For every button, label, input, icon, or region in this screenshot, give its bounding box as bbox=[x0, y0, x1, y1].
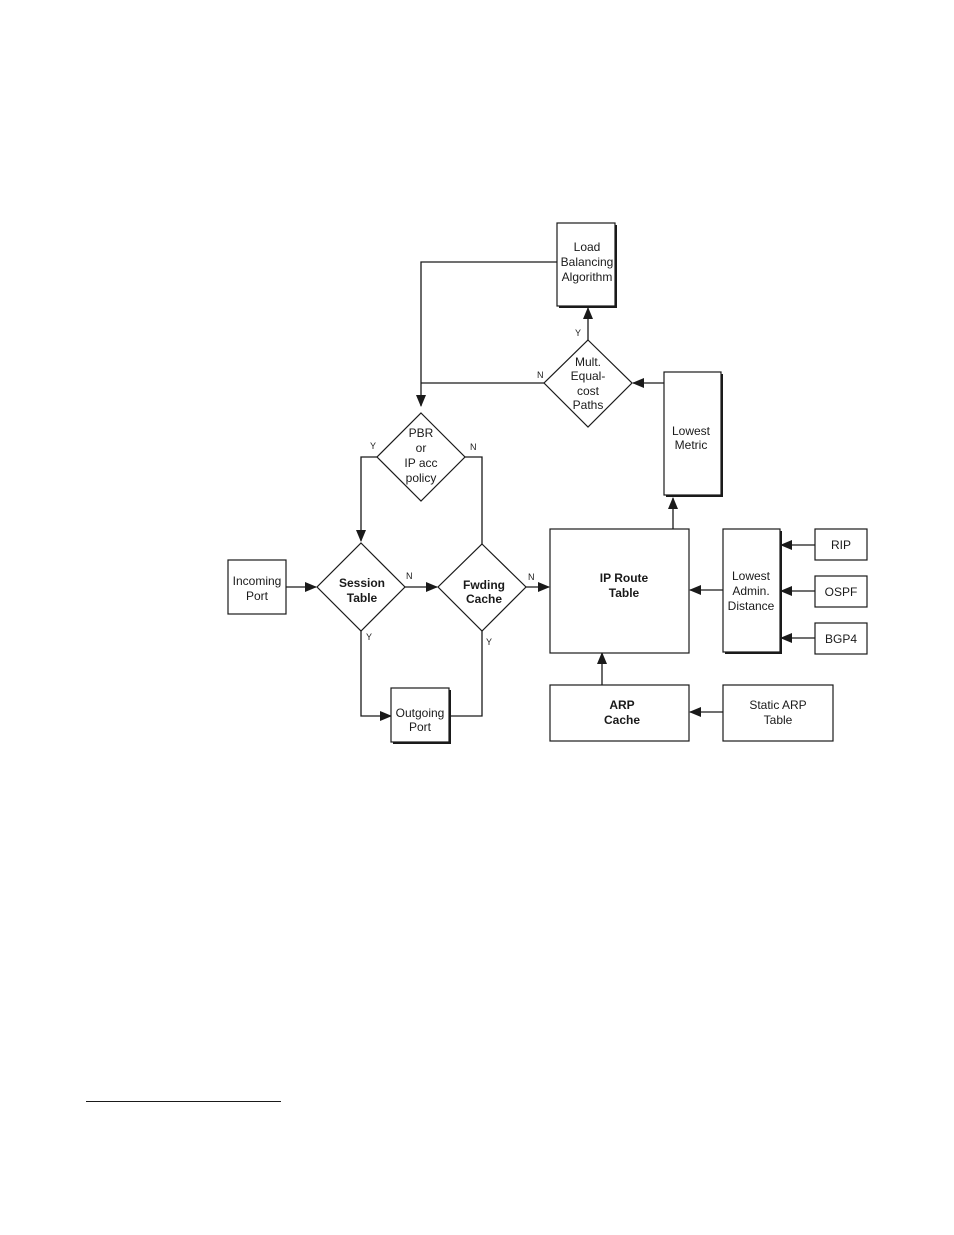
node-text: IP Route bbox=[600, 571, 649, 585]
edge-pbr-yes bbox=[361, 457, 377, 541]
node-ospf: OSPF bbox=[815, 576, 867, 607]
node-ip-route-table: IP Route Table bbox=[550, 529, 689, 653]
node-text: ARP bbox=[609, 698, 634, 712]
node-text: Table bbox=[347, 591, 378, 605]
node-text: Fwding bbox=[463, 578, 505, 592]
node-text: OSPF bbox=[825, 585, 858, 599]
node-text: IP acc bbox=[404, 456, 437, 470]
node-text: Equal- bbox=[571, 369, 606, 383]
node-pbr-policy: PBR or IP acc policy bbox=[377, 413, 465, 501]
node-text: Session bbox=[339, 576, 385, 590]
footnote-rule bbox=[86, 1101, 281, 1102]
label-mult-yes: Y bbox=[575, 328, 581, 338]
node-bgp4: BGP4 bbox=[815, 623, 867, 654]
node-text: Algorithm bbox=[562, 270, 613, 284]
node-lowest-metric: Lowest Metric bbox=[664, 372, 723, 497]
node-text: Outgoing bbox=[396, 706, 445, 720]
node-text: Balancing bbox=[561, 255, 614, 269]
node-text: cost bbox=[577, 384, 600, 398]
label-session-no: N bbox=[406, 571, 413, 581]
node-text: Paths bbox=[573, 398, 604, 412]
edge-load-balancing-to-pbr bbox=[421, 262, 558, 406]
label-session-yes: Y bbox=[366, 632, 372, 642]
node-incoming-port: Incoming Port bbox=[228, 560, 286, 614]
node-text: Lowest bbox=[732, 569, 771, 583]
node-text: Port bbox=[246, 589, 269, 603]
node-arp-cache: ARP Cache bbox=[550, 685, 689, 741]
node-text: Cache bbox=[466, 592, 502, 606]
node-rip: RIP bbox=[815, 529, 867, 560]
node-text: Static ARP bbox=[749, 698, 806, 712]
node-mult-equal-cost-paths: Mult. Equal- cost Paths bbox=[544, 340, 632, 427]
node-text: Admin. bbox=[732, 584, 769, 598]
node-text: Metric bbox=[675, 438, 708, 452]
node-text: Port bbox=[409, 720, 432, 734]
node-text: Table bbox=[609, 586, 640, 600]
node-text: Load bbox=[574, 240, 601, 254]
label-fwding-no: N bbox=[528, 572, 535, 582]
label-mult-no: N bbox=[537, 370, 544, 380]
edge-fwding-yes bbox=[450, 631, 482, 716]
node-text: RIP bbox=[831, 538, 851, 552]
node-text: Lowest bbox=[672, 424, 711, 438]
node-outgoing-port: Outgoing Port bbox=[391, 688, 451, 744]
label-pbr-yes: Y bbox=[370, 441, 376, 451]
edge-pbr-no bbox=[465, 457, 482, 544]
node-session-table: Session Table bbox=[317, 543, 405, 631]
node-text: policy bbox=[406, 471, 437, 485]
label-pbr-no: N bbox=[470, 442, 477, 452]
edge-session-yes bbox=[361, 631, 391, 716]
node-load-balancing: Load Balancing Algorithm bbox=[557, 223, 617, 308]
node-static-arp-table: Static ARP Table bbox=[723, 685, 833, 741]
label-fwding-yes: Y bbox=[486, 637, 492, 647]
node-text: Incoming bbox=[233, 574, 282, 588]
node-text: BGP4 bbox=[825, 632, 857, 646]
node-text: Distance bbox=[728, 599, 775, 613]
node-fwding-cache: Fwding Cache bbox=[438, 544, 526, 631]
node-text: PBR bbox=[409, 426, 434, 440]
node-text: Table bbox=[764, 713, 793, 727]
node-lowest-admin-distance: Lowest Admin. Distance bbox=[723, 529, 782, 654]
node-text: or bbox=[416, 441, 427, 455]
node-text: Cache bbox=[604, 713, 640, 727]
node-text: Mult. bbox=[575, 355, 601, 369]
